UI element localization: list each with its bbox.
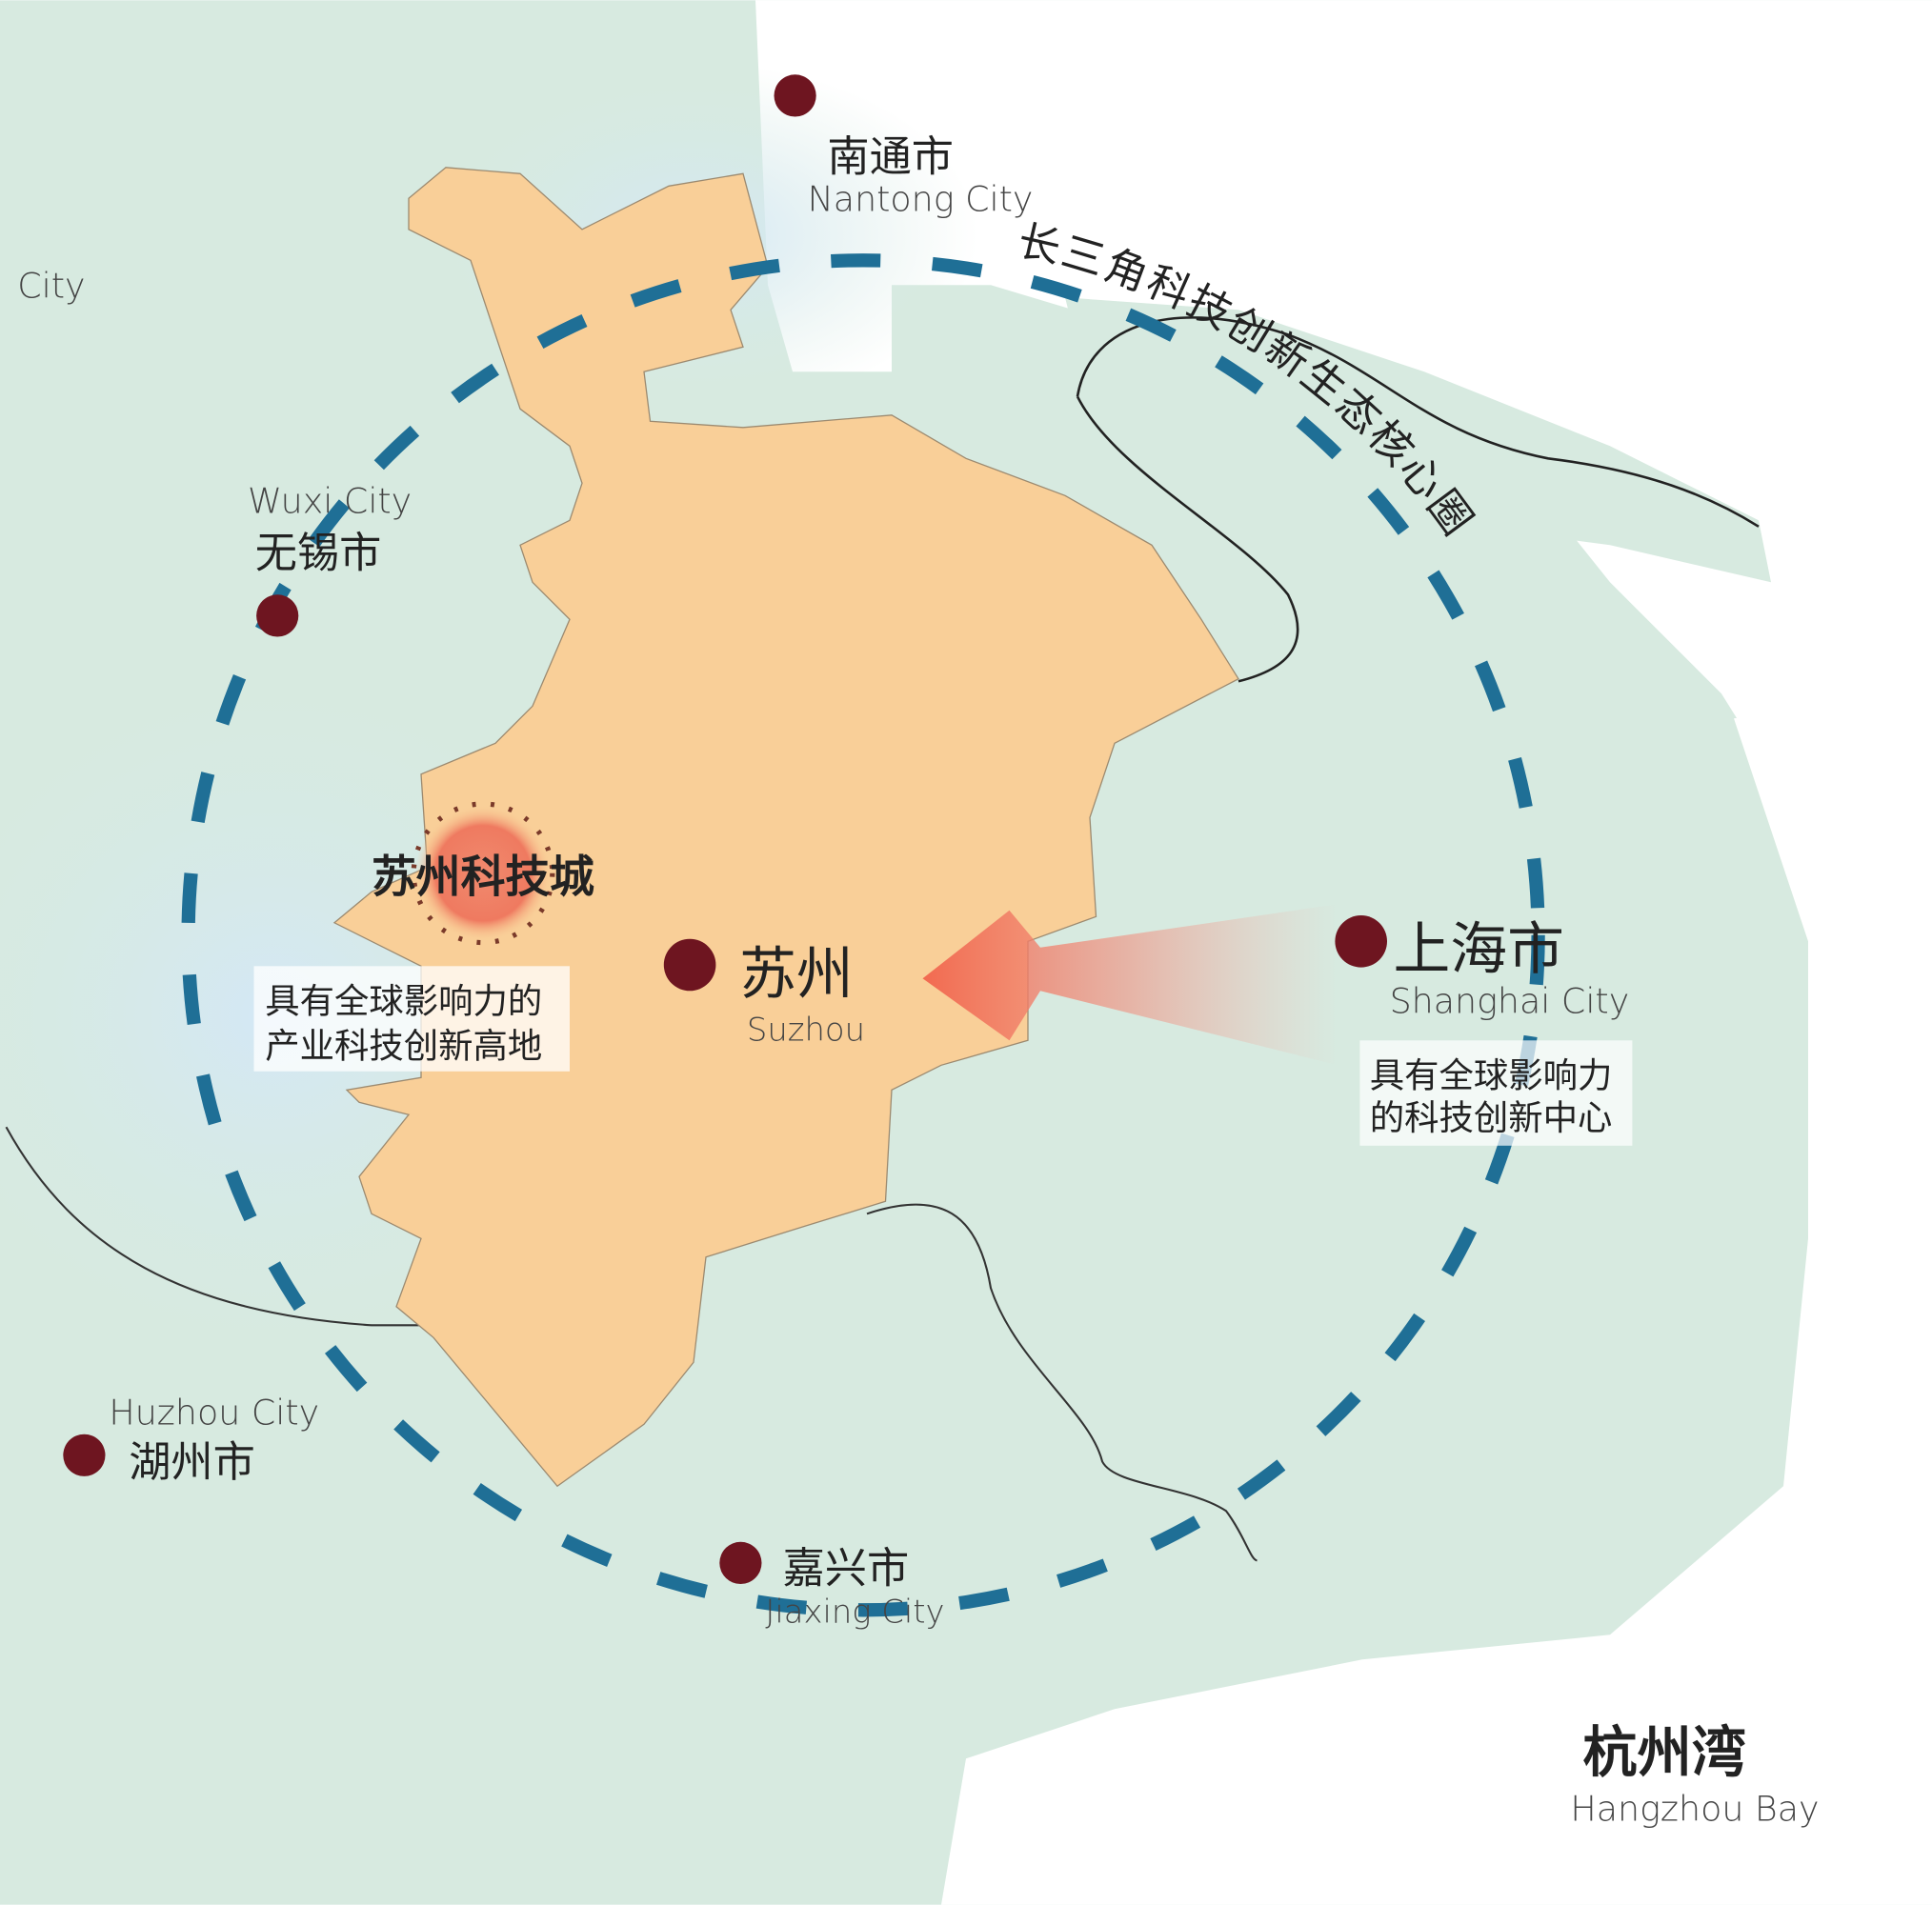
jiaxing-label-en: Jiaxing City	[765, 1593, 944, 1630]
huzhou-dot[interactable]	[63, 1434, 106, 1476]
partial-city-label: City	[17, 265, 85, 306]
shanghai-desc-line1: 具有全球影响力	[1370, 1055, 1613, 1096]
nantong-label-en: Nantong City	[808, 178, 1034, 219]
chongming-island	[1065, 297, 1771, 682]
jiaxing-label-cn: 嘉兴市	[783, 1545, 910, 1594]
bay-label-cn: 杭州湾	[1582, 1721, 1746, 1784]
jiaxing-dot[interactable]	[719, 1541, 762, 1584]
wuxi-label-en: Wuxi City	[248, 480, 412, 521]
east-sea	[941, 693, 1932, 1905]
shanghai-to-suzhou-arrow	[922, 904, 1338, 1066]
lake-shore	[5, 1126, 421, 1327]
science-city-desc-line2: 产业科技创新高地	[265, 1026, 542, 1067]
suzhou-region	[332, 167, 1239, 1488]
wuxi-dot[interactable]	[256, 594, 299, 637]
nantong-dot[interactable]	[774, 74, 816, 117]
suzhou-dot[interactable]	[663, 938, 716, 992]
science-city-desc-bg	[253, 966, 570, 1072]
nantong-label-cn: 南通市	[827, 133, 954, 182]
shanghai-label-en: Shanghai City	[1390, 981, 1630, 1022]
science-city-glow	[414, 805, 552, 942]
boundary-line	[866, 1203, 1258, 1562]
science-city-label: 苏州科技城	[372, 852, 594, 903]
shanghai-dot[interactable]	[1335, 915, 1387, 968]
shanghai-label-cn: 上海市	[1394, 916, 1564, 983]
bay-label-en: Hangzhou Bay	[1570, 1788, 1819, 1829]
suzhou-label-cn: 苏州	[739, 941, 854, 1008]
huzhou-label-cn: 湖州市	[129, 1438, 255, 1487]
river-line-2	[1076, 395, 1299, 683]
shanghai-desc-bg	[1359, 1040, 1633, 1146]
shanghai-desc-line2: 的科技创新中心	[1370, 1097, 1613, 1138]
suzhou-label-en: Suzhou	[747, 1011, 865, 1048]
science-city-dotted-ring	[411, 801, 555, 946]
huzhou-label-en: Huzhou City	[109, 1392, 319, 1433]
wuxi-label-cn: 无锡市	[255, 530, 382, 578]
innovation-ring	[181, 253, 1545, 1617]
science-city-desc-line1: 具有全球影响力的	[265, 981, 542, 1022]
